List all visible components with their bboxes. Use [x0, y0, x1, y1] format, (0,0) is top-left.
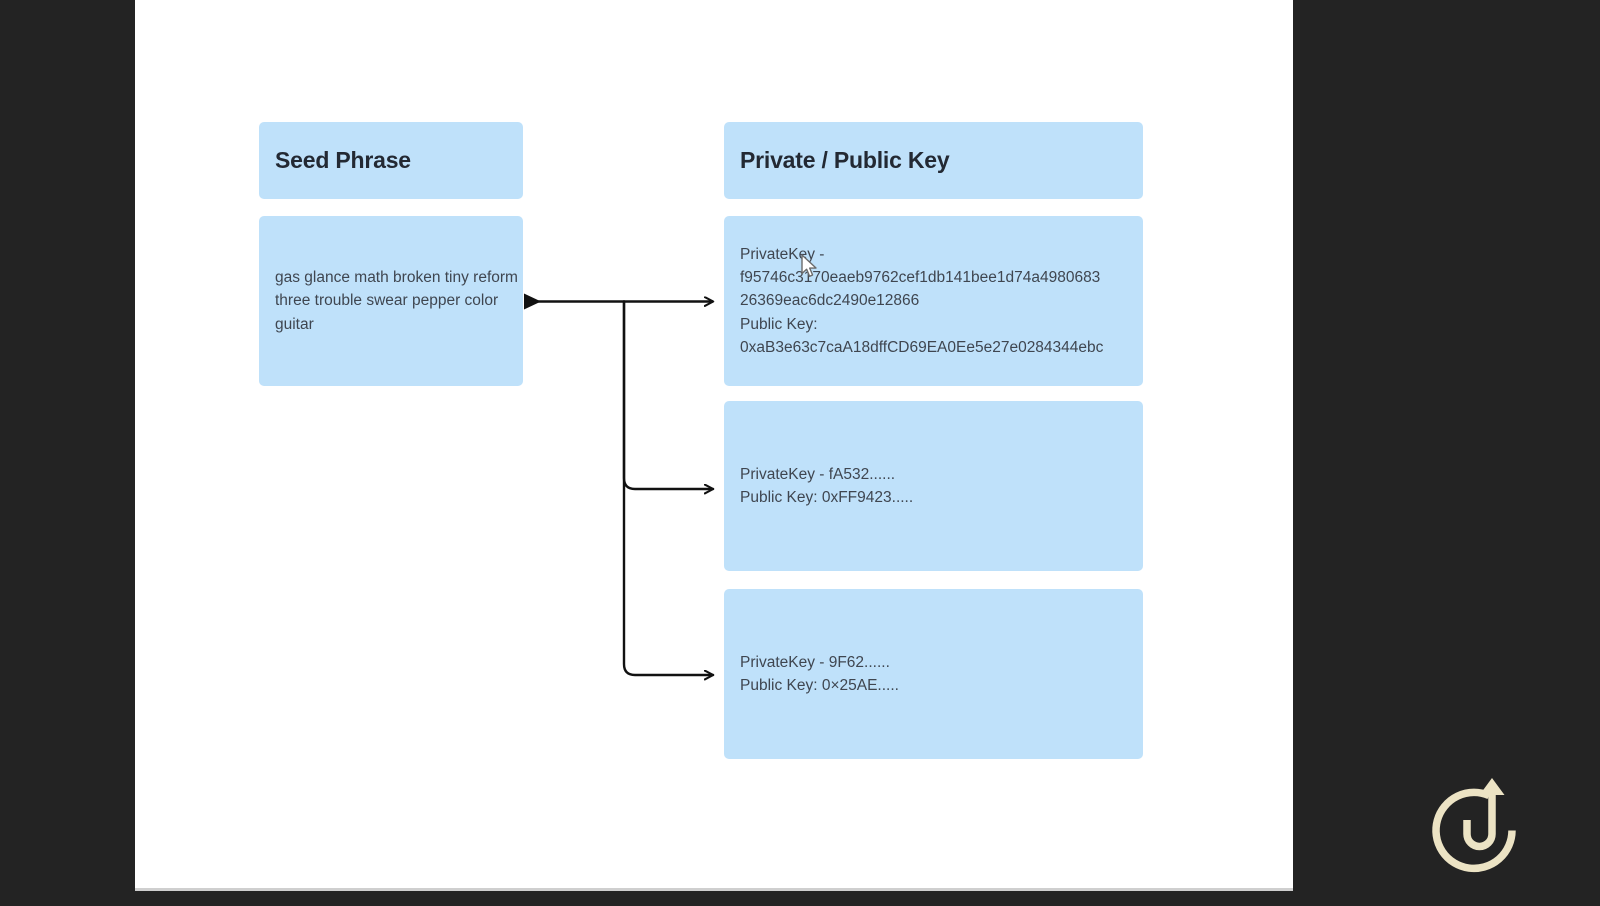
whiteboard-canvas[interactable]: Seed Phrase gas glance math broken tiny …	[135, 0, 1293, 888]
private-public-key-header-node[interactable]: Private / Public Key	[724, 122, 1143, 199]
connector-source-marker	[524, 293, 541, 310]
key-pair-text-3: PrivateKey - 9F62...... Public Key: 0×25…	[740, 653, 899, 695]
seed-phrase-words: gas glance math broken tiny reform three…	[275, 269, 518, 333]
private-public-key-title: Private / Public Key	[740, 147, 950, 173]
seed-phrase-title: Seed Phrase	[275, 147, 411, 173]
key-pair-node-3[interactable]: PrivateKey - 9F62...... Public Key: 0×25…	[724, 589, 1143, 759]
mouse-cursor-icon	[801, 254, 817, 277]
key-pair-text-2: PrivateKey - fA532...... Public Key: 0xF…	[740, 465, 914, 507]
brand-watermark-icon	[1432, 778, 1516, 873]
key-pair-node-2[interactable]: PrivateKey - fA532...... Public Key: 0xF…	[724, 401, 1143, 571]
canvas-bottom-edge	[135, 888, 1293, 891]
connector-to-key-3	[622, 300, 713, 676]
key-pair-node-1[interactable]: PrivateKey - f95746c3170eaeb9762cef1db14…	[724, 216, 1143, 386]
connector-to-key-2	[622, 300, 713, 490]
key-pair-text-1: PrivateKey - f95746c3170eaeb9762cef1db14…	[740, 245, 1104, 356]
seed-phrase-value-node[interactable]: gas glance math broken tiny reform three…	[259, 216, 523, 386]
seed-phrase-header-node[interactable]: Seed Phrase	[259, 122, 523, 199]
